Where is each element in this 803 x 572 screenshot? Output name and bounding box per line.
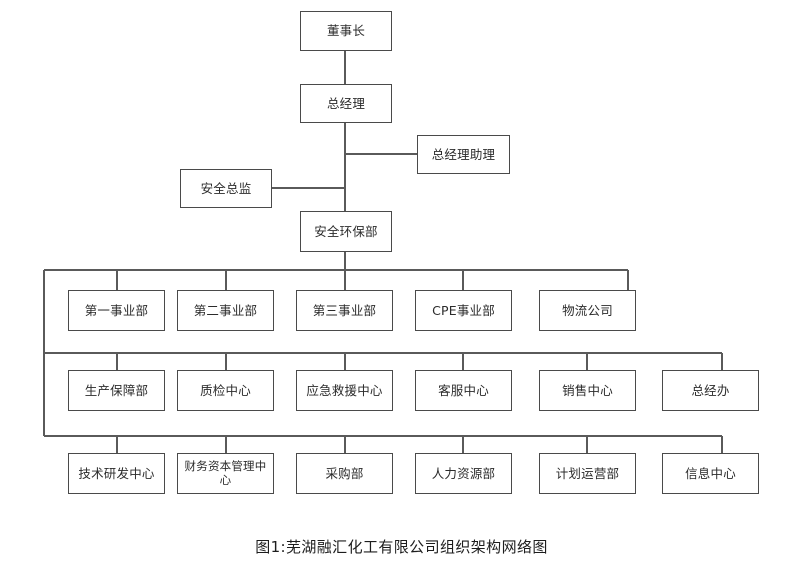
node-row1-division-2[interactable]: 第二事业部 (177, 290, 274, 331)
node-row3-dept-3[interactable]: 采购部 (296, 453, 393, 494)
node-row3-dept-6[interactable]: 信息中心 (662, 453, 759, 494)
node-row1-division-5[interactable]: 物流公司 (539, 290, 636, 331)
node-row2-unit-4[interactable]: 客服中心 (415, 370, 512, 411)
node-safety-env-dept[interactable]: 安全环保部 (300, 211, 392, 252)
node-row3-dept-2[interactable]: 财务资本管理中心 (177, 453, 274, 494)
node-row1-division-3[interactable]: 第三事业部 (296, 290, 393, 331)
node-row3-dept-1[interactable]: 技术研发中心 (68, 453, 165, 494)
node-gm-assistant[interactable]: 总经理助理 (417, 135, 510, 174)
node-chairman[interactable]: 董事长 (300, 11, 392, 51)
node-safety-director[interactable]: 安全总监 (180, 169, 272, 208)
node-row1-division-1[interactable]: 第一事业部 (68, 290, 165, 331)
node-row2-unit-2[interactable]: 质检中心 (177, 370, 274, 411)
node-row2-unit-1[interactable]: 生产保障部 (68, 370, 165, 411)
node-row3-dept-5[interactable]: 计划运营部 (539, 453, 636, 494)
node-general-manager[interactable]: 总经理 (300, 84, 392, 123)
node-row2-unit-5[interactable]: 销售中心 (539, 370, 636, 411)
node-row2-unit-6[interactable]: 总经办 (662, 370, 759, 411)
figure-caption: 图1:芜湖融汇化工有限公司组织架构网络图 (255, 538, 548, 556)
node-row1-division-4[interactable]: CPE事业部 (415, 290, 512, 331)
node-row3-dept-4[interactable]: 人力资源部 (415, 453, 512, 494)
node-row2-unit-3[interactable]: 应急救援中心 (296, 370, 393, 411)
